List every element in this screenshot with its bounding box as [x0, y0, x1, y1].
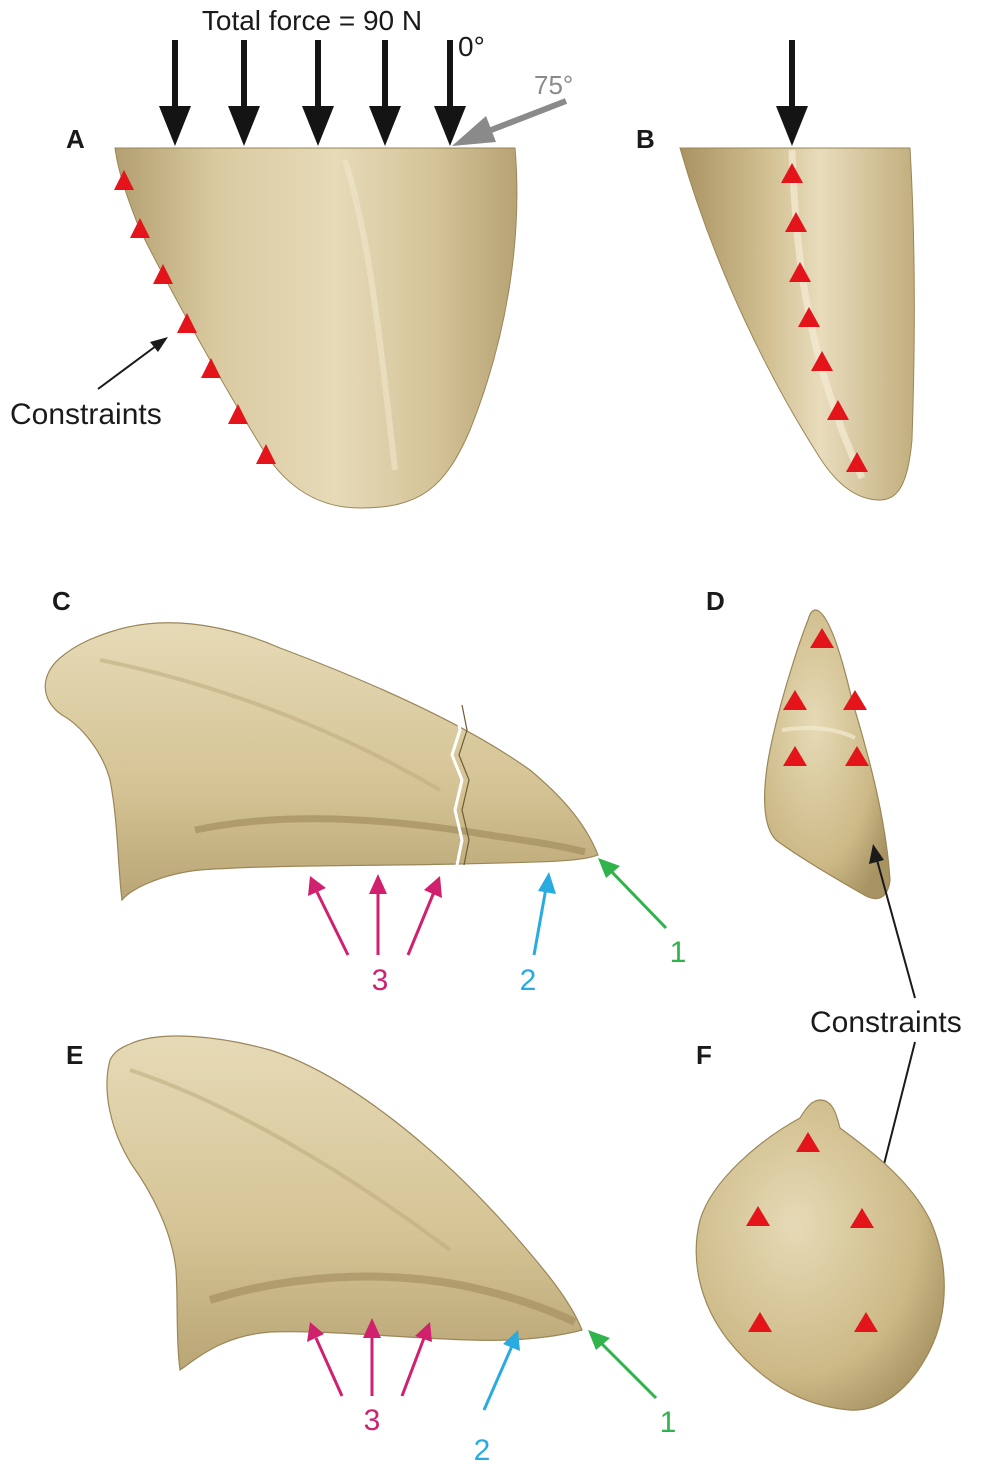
force-arrows-a: [159, 40, 466, 146]
site-2-arrow-c: [534, 872, 556, 955]
site-2-label-e: 2: [474, 1434, 491, 1467]
panel-d: D: [706, 586, 890, 899]
force-arrow-75deg: [452, 101, 566, 146]
force-arrow-head: [369, 106, 401, 146]
panel-letter-f: F: [696, 1040, 712, 1070]
site-2-arrow-e: [484, 1330, 520, 1410]
panel-a: A Constraints: [10, 5, 573, 508]
panel-f: F: [696, 1040, 944, 1410]
constraints-label-df: Constraints: [810, 1006, 962, 1039]
site-3-arrows-c: [308, 874, 442, 955]
site-1-label-e: 1: [660, 1406, 677, 1439]
site-1-label-c: 1: [670, 936, 687, 969]
force-arrow-b: [776, 40, 808, 146]
constraints-pointer-head-a: [150, 337, 168, 352]
force-arrow-shaft: [315, 40, 321, 112]
force-arrow-shaft: [172, 40, 178, 112]
claw-tip-lateral-view: [115, 148, 517, 508]
angle-label-75deg: 75°: [534, 70, 573, 100]
site-3-label-c: 3: [372, 964, 389, 997]
site-2-label-c: 2: [520, 964, 537, 997]
panel-b: B: [636, 40, 914, 500]
force-arrow-shaft: [447, 40, 453, 112]
panel-e: E 3 2 1: [66, 1036, 676, 1467]
constraints-pointer-a: [98, 343, 160, 389]
force-arrow-head: [159, 106, 191, 146]
site-3-label-e: 3: [364, 1404, 381, 1437]
site-1-arrow-e: [588, 1330, 656, 1398]
panel-letter-c: C: [52, 586, 71, 616]
constraints-label-a: Constraints: [10, 398, 162, 431]
panel-letter-d: D: [706, 586, 725, 616]
total-force-label: Total force = 90 N: [202, 5, 422, 36]
force-arrow-shaft: [382, 40, 388, 112]
ungual-proximal-view-f: [696, 1100, 944, 1410]
panel-letter-a: A: [66, 124, 85, 154]
angle-label-0deg: 0°: [458, 31, 485, 62]
force-arrow-head: [228, 106, 260, 146]
panel-c: C 3 2 1: [45, 586, 686, 997]
panel-letter-b: B: [636, 124, 655, 154]
site-1-arrow-c: [598, 858, 666, 928]
constraints-pointer-d: [877, 860, 915, 998]
force-arrow-shaft: [241, 40, 247, 112]
panel-letter-e: E: [66, 1040, 83, 1070]
force-arrow-head: [302, 106, 334, 146]
